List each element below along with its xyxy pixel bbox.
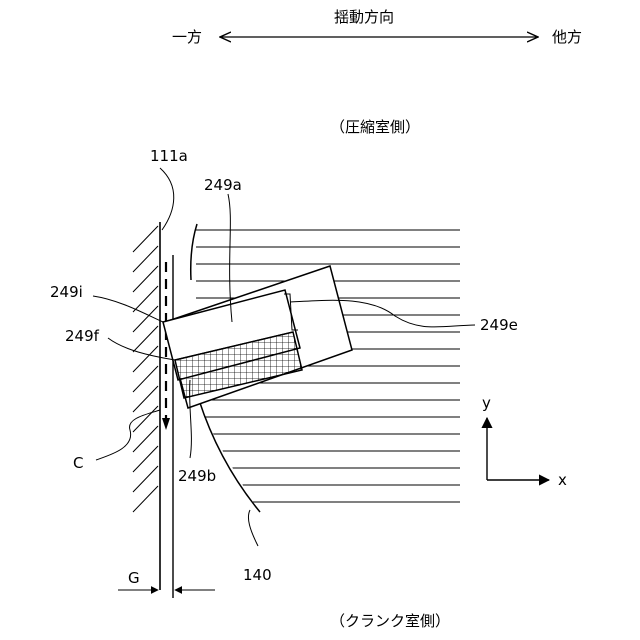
direction-right-label: 他方: [552, 28, 582, 46]
axis-y-label: y: [482, 394, 491, 412]
axis-indicator: y x: [482, 394, 567, 489]
label-111a: 111a: [150, 147, 188, 165]
crank-chamber-label: （クランク室側）: [330, 612, 450, 630]
label-140: 140: [243, 566, 272, 584]
label-249i: 249i: [50, 283, 83, 301]
label-249f: 249f: [65, 327, 100, 345]
axis-x-label: x: [558, 471, 567, 489]
direction-center-label: 揺動方向: [334, 8, 394, 26]
label-249a: 249a: [204, 176, 242, 194]
label-249b: 249b: [178, 467, 216, 485]
label-249e: 249e: [480, 316, 518, 334]
compression-chamber-label: （圧縮室側）: [330, 118, 420, 136]
vane-groove: [163, 266, 352, 408]
label-g: G: [128, 569, 140, 587]
dashed-arrowhead: [162, 418, 170, 430]
label-c: C: [73, 454, 83, 472]
cylinder-wall-hatch: [133, 222, 160, 590]
direction-left-label: 一方: [172, 28, 202, 46]
